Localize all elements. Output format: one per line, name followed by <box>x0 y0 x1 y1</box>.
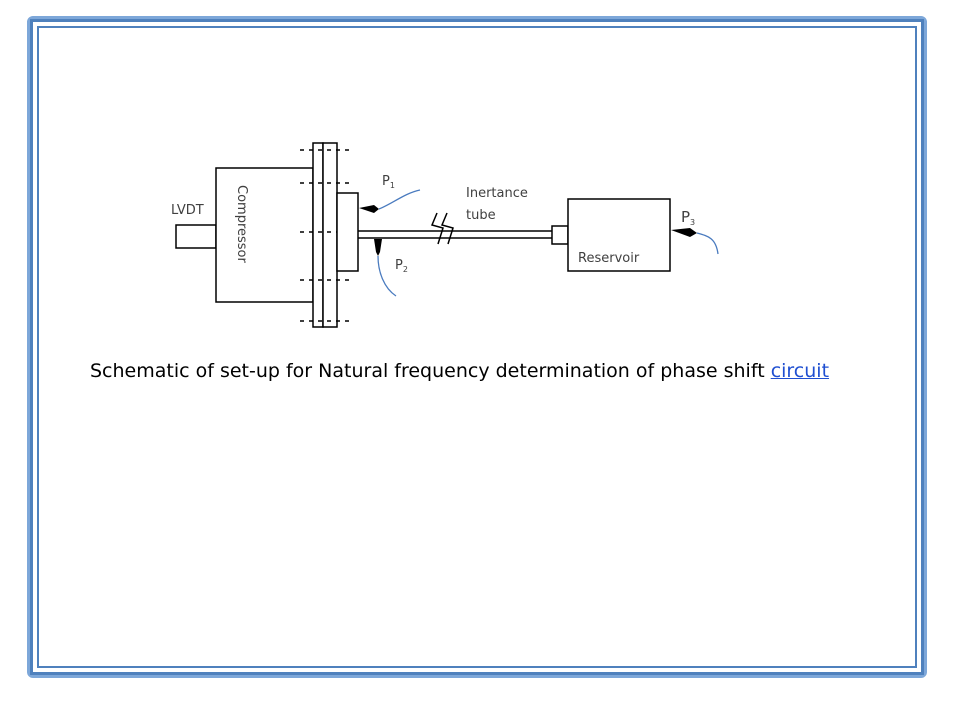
slide-frame-outer <box>27 16 927 678</box>
slide-caption: Schematic of set-up for Natural frequenc… <box>90 360 870 382</box>
p2-sensor-probe <box>374 239 382 256</box>
compressor-label: Compressor <box>234 185 249 264</box>
p3-label: P3 <box>681 208 695 227</box>
compressor-head <box>336 192 359 272</box>
lvdt-label: LVDT <box>171 203 204 218</box>
flange-plate-left <box>312 142 324 328</box>
lvdt-block <box>175 224 217 249</box>
reservoir-connector <box>551 225 569 245</box>
p1-label: P1 <box>382 174 395 190</box>
p2-label: P2 <box>395 258 408 274</box>
p1-sensor-probe <box>359 205 379 213</box>
caption-text: Schematic of set-up for Natural frequenc… <box>90 360 771 382</box>
slide-frame-middle <box>30 19 924 675</box>
compressor-body <box>215 167 314 303</box>
p1-sensor-wire <box>378 189 421 210</box>
reservoir-body <box>567 198 671 272</box>
p3-sensor-wire <box>696 232 719 255</box>
inertance-label-line2: tube <box>466 208 496 223</box>
tube-break-mark <box>430 212 454 245</box>
reservoir-label: Reservoir <box>578 251 640 266</box>
p3-sensor-probe <box>671 228 697 237</box>
slide-frame-inner <box>37 26 917 668</box>
p2-sensor-wire <box>377 255 397 297</box>
caption-link-circuit[interactable]: circuit <box>770 360 830 382</box>
flange-plate-right <box>322 142 338 328</box>
inertance-label-line1: Inertance <box>466 186 528 201</box>
